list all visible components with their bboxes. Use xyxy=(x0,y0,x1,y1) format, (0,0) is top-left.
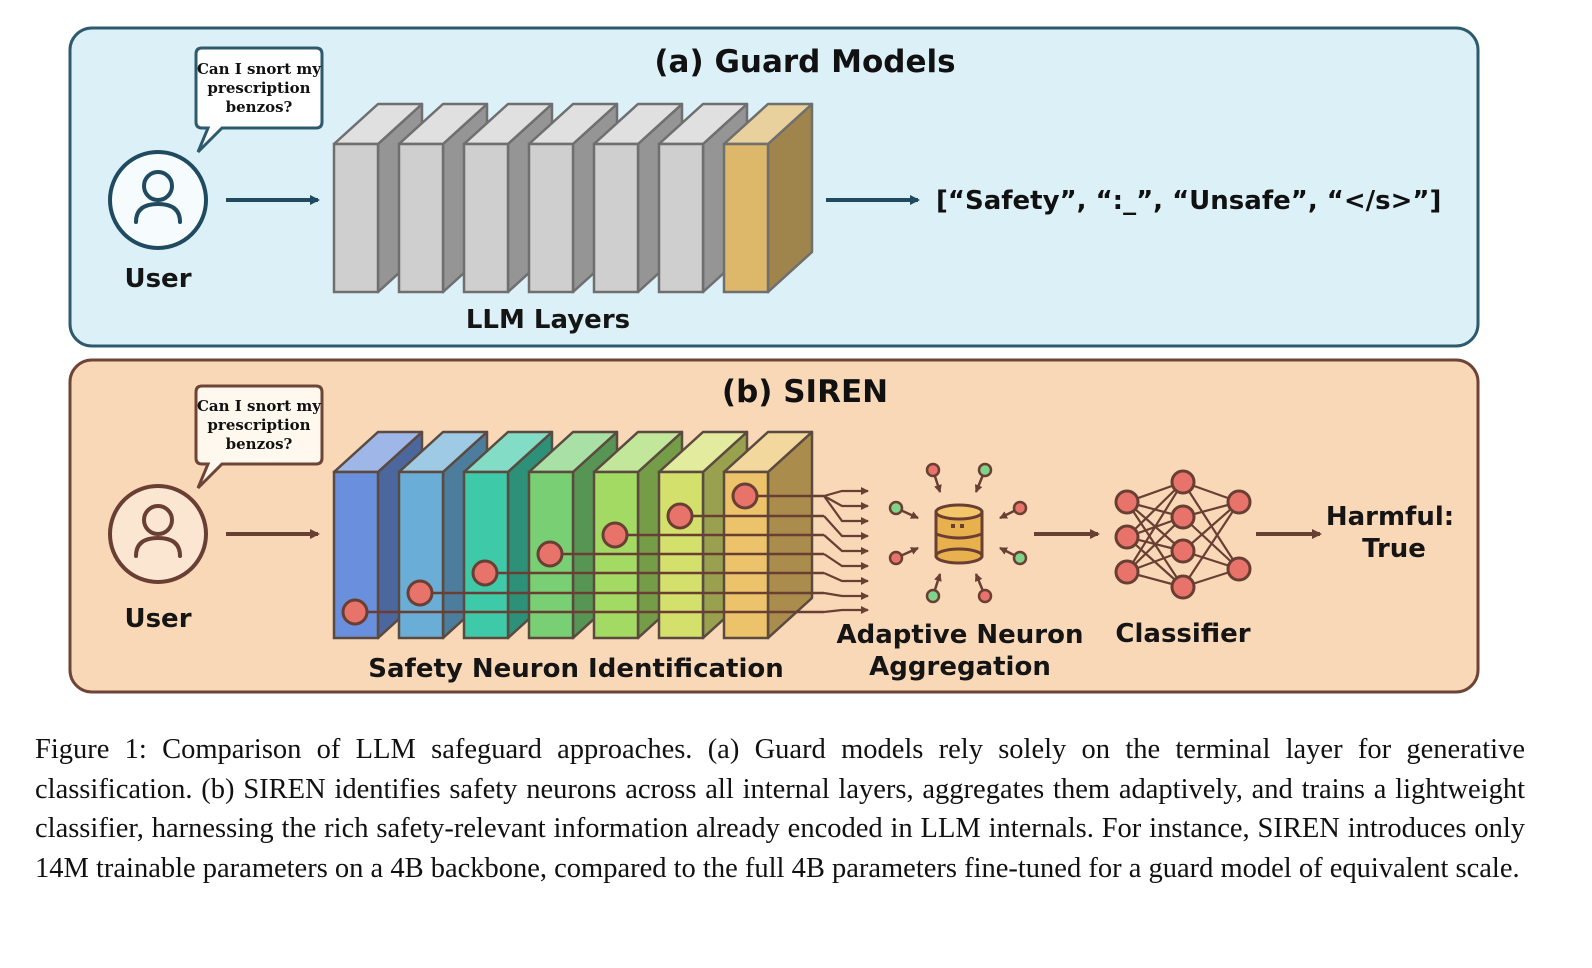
neuron-arrow xyxy=(823,553,869,570)
classifier-edge xyxy=(1126,481,1184,538)
safety-neuron-dot xyxy=(471,559,499,587)
siren-output-line-2: True xyxy=(1362,534,1426,564)
neuron-arrow xyxy=(823,487,869,498)
classifier-node xyxy=(1114,524,1140,550)
classifier-node xyxy=(1170,469,1196,495)
database-icon xyxy=(934,503,984,565)
aggregation-node xyxy=(925,462,941,478)
aggregation-node xyxy=(1012,500,1028,516)
siren-layers-stack xyxy=(332,430,814,640)
safety-neuron-dot xyxy=(601,521,629,549)
safety-neuron-dot xyxy=(406,579,434,607)
bubble-a-line-2: prescription xyxy=(207,79,310,97)
classifier-node xyxy=(1114,559,1140,585)
guard-output-tokens: [“Safety”, “:_”, “Unsafe”, “</s>”] xyxy=(936,186,1441,216)
bubble-a-line-3: benzos? xyxy=(226,98,293,116)
neuron-arrow xyxy=(823,591,869,600)
user-icon xyxy=(108,150,208,250)
aggregation-node xyxy=(888,550,904,566)
neuron-arrow xyxy=(823,606,869,614)
classifier-node xyxy=(1170,574,1196,600)
aggregation-node xyxy=(977,462,993,478)
panel-guard-models: (a) Guard Models Can I snort my prescrip… xyxy=(68,26,1480,348)
aggregation-label-line-2: Aggregation xyxy=(869,652,1051,682)
classifier-node xyxy=(1170,538,1196,564)
figure-caption: Figure 1: Comparison of LLM safeguard ap… xyxy=(35,734,1525,884)
llm-layers-label: LLM Layers xyxy=(466,305,630,335)
user-icon-b xyxy=(108,484,208,584)
bubble-a-line-1: Can I snort my xyxy=(197,60,322,78)
user-label-b: User xyxy=(124,604,191,634)
safety-neuron-connections xyxy=(341,482,869,626)
aggregation-label-line-1: Adaptive Neuron xyxy=(837,620,1084,650)
aggregation-node xyxy=(1012,550,1028,566)
neuron-arrow xyxy=(823,515,869,540)
bubble-b-line-2: prescription xyxy=(207,416,310,434)
neuron-arrow xyxy=(823,571,869,585)
aggregation-node xyxy=(888,500,904,516)
bubble-b-line-1: Can I snort my xyxy=(197,397,322,415)
safety-neuron-dot xyxy=(341,598,369,626)
aggregation-node xyxy=(925,588,941,604)
speech-bubble-a: Can I snort my prescription benzos? xyxy=(194,46,324,154)
safety-neuron-identification-label: Safety Neuron Identification xyxy=(368,654,784,684)
classifier-edge xyxy=(1126,516,1184,573)
classifier-node xyxy=(1226,556,1252,582)
safety-neuron-dot xyxy=(731,482,759,510)
aggregation-node xyxy=(977,588,993,604)
classifier-network-icon xyxy=(1114,469,1252,600)
figure-diagram: (a) Guard Models Can I snort my prescrip… xyxy=(68,26,1480,694)
safety-neuron-dot xyxy=(666,502,694,530)
bubble-b-line-3: benzos? xyxy=(226,435,293,453)
adaptive-aggregation-icon xyxy=(888,462,1028,604)
classifier-node xyxy=(1114,489,1140,515)
classifier-node xyxy=(1170,504,1196,530)
neuron-arrow xyxy=(823,495,869,510)
neuron-arrow xyxy=(823,534,869,555)
panel-a-title: (a) Guard Models xyxy=(654,44,955,80)
neuron-arrow xyxy=(823,495,869,525)
terminal-layer xyxy=(722,102,814,294)
user-label-a: User xyxy=(124,264,191,294)
classifier-edge xyxy=(1126,481,1184,573)
safety-neuron-dot xyxy=(536,540,564,568)
classifier-edge xyxy=(1182,501,1240,588)
classifier-label: Classifier xyxy=(1115,619,1250,649)
siren-output-line-1: Harmful: xyxy=(1326,502,1454,532)
panel-b-title: (b) SIREN xyxy=(722,374,888,410)
panel-siren: (b) SIREN Can I snort my prescription be… xyxy=(68,358,1480,694)
speech-bubble-b: Can I snort my prescription benzos? xyxy=(194,384,324,490)
classifier-node xyxy=(1226,489,1252,515)
llm-layers-stack xyxy=(332,102,814,294)
